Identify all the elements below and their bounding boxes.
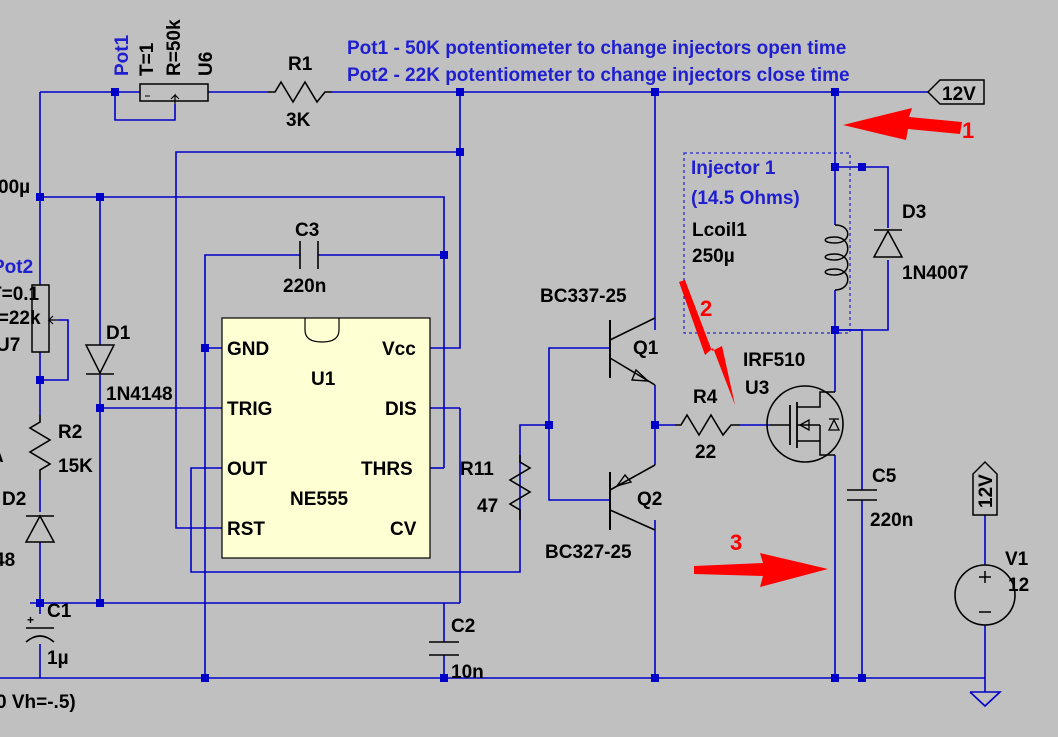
junctions bbox=[36, 88, 866, 682]
pot1-name: Pot1 bbox=[112, 34, 133, 76]
d3-value: 1N4007 bbox=[902, 263, 969, 284]
pot1-symbol bbox=[139, 83, 209, 104]
c2-value: 10n bbox=[451, 662, 484, 683]
v1-net-label-text: 12V bbox=[976, 474, 997, 508]
c3-value: 220n bbox=[283, 276, 326, 297]
d2-symbol bbox=[24, 514, 56, 543]
v1-source-symbol bbox=[954, 564, 1016, 626]
r11-name: R11 bbox=[460, 459, 494, 480]
pot1-t: T=1 bbox=[137, 42, 158, 76]
r11-value: 47 bbox=[477, 496, 498, 517]
pot2-name: Pot2 bbox=[0, 257, 33, 278]
u1-part: NE555 bbox=[290, 489, 349, 510]
pot1-ref: U6 bbox=[196, 52, 217, 76]
r4-symbol bbox=[675, 413, 740, 437]
c3-symbol bbox=[299, 241, 319, 269]
d1-value: 1N4148 bbox=[106, 384, 173, 405]
marker-arrow-2: 2 bbox=[679, 280, 735, 405]
u1-pin-dis: DIS bbox=[385, 399, 417, 420]
u1-pin-out: OUT bbox=[227, 459, 268, 480]
c5-symbol bbox=[847, 489, 877, 501]
injector-title: Injector 1 bbox=[691, 158, 776, 179]
q2-name: Q2 bbox=[637, 489, 662, 510]
r2-symbol bbox=[28, 415, 52, 480]
u1-chip bbox=[221, 317, 431, 559]
net-label-12v-top: 12V bbox=[926, 79, 985, 105]
r1-name: R1 bbox=[288, 54, 313, 75]
c5-value: 220n bbox=[870, 510, 913, 531]
marker-arrow-1: 1 bbox=[843, 108, 974, 143]
r4-name: R4 bbox=[693, 387, 718, 408]
note-pot1: Pot1 - 50K potentiometer to change injec… bbox=[347, 38, 846, 59]
u1-pin-thrs: THRS bbox=[361, 459, 413, 480]
r2-name: R2 bbox=[58, 422, 82, 443]
d1-symbol bbox=[84, 344, 116, 375]
c1-value: 1µ bbox=[47, 648, 69, 669]
d3-symbol bbox=[872, 229, 904, 258]
u3-value: IRF510 bbox=[743, 350, 805, 371]
marker-label-1: 1 bbox=[962, 118, 974, 143]
q1-value: BC337-25 bbox=[540, 286, 627, 307]
wires bbox=[0, 91, 1003, 708]
injector-resistance: (14.5 Ohms) bbox=[691, 188, 800, 209]
u3-name: U3 bbox=[745, 378, 769, 399]
pot2-symbol bbox=[31, 284, 58, 353]
coil-symbol bbox=[824, 224, 849, 291]
partial-bottom: 0 Vh=-.5) bbox=[0, 692, 76, 713]
injector-coil-value: 250µ bbox=[692, 246, 735, 267]
u1-pin-trig: TRIG bbox=[227, 399, 272, 420]
u1-pin-rst: RST bbox=[227, 519, 265, 540]
d2-name: D2 bbox=[2, 489, 26, 510]
q2-symbol bbox=[609, 464, 656, 531]
r1-symbol bbox=[268, 80, 332, 104]
c2-symbol bbox=[429, 641, 459, 656]
u3-mosfet-symbol bbox=[766, 385, 844, 463]
r2-value: 15K bbox=[58, 456, 93, 477]
r4-value: 22 bbox=[695, 442, 716, 463]
partial-left-mid: 48 bbox=[0, 550, 15, 571]
marker-label-2: 2 bbox=[700, 296, 712, 321]
marker-arrow-3: 3 bbox=[694, 530, 828, 587]
pot2-r: R=22k bbox=[0, 308, 41, 329]
u1-pin-vcc: Vcc bbox=[382, 339, 416, 360]
r1-value: 3K bbox=[286, 110, 311, 131]
q1-name: Q1 bbox=[633, 338, 659, 359]
u1-pin-cv: CV bbox=[390, 519, 417, 540]
d3-name: D3 bbox=[902, 202, 926, 223]
c1-symbol: + bbox=[25, 613, 55, 643]
injector-box bbox=[683, 152, 851, 334]
marker-label-3: 3 bbox=[730, 530, 742, 555]
note-pot2: Pot2 - 22K potentiometer to change injec… bbox=[347, 65, 850, 86]
v1-value: 12 bbox=[1008, 575, 1029, 596]
c2-name: C2 bbox=[451, 616, 475, 637]
d1-name: D1 bbox=[106, 323, 131, 344]
pot1-r: R=50k bbox=[164, 19, 185, 76]
c1-name: C1 bbox=[47, 601, 72, 622]
v1-net-label: 12V bbox=[972, 460, 998, 516]
partial-left-top: 00µ bbox=[0, 177, 30, 198]
c5-name: C5 bbox=[872, 466, 897, 487]
net-label-12v-text: 12V bbox=[942, 84, 976, 105]
v1-name: V1 bbox=[1005, 549, 1029, 570]
partial-left-a: A bbox=[0, 446, 4, 467]
svg-text:+: + bbox=[27, 613, 34, 627]
q2-value: BC327-25 bbox=[545, 542, 632, 563]
q1-symbol bbox=[609, 317, 656, 386]
r11-symbol bbox=[508, 455, 532, 520]
u1-name: U1 bbox=[311, 369, 336, 390]
pot2-ref: U7 bbox=[0, 335, 20, 356]
injector-coil-name: Lcoil1 bbox=[692, 220, 747, 241]
c3-name: C3 bbox=[295, 220, 319, 241]
pot2-t: T=0.1 bbox=[0, 284, 40, 305]
u1-pin-gnd: GND bbox=[227, 339, 269, 360]
